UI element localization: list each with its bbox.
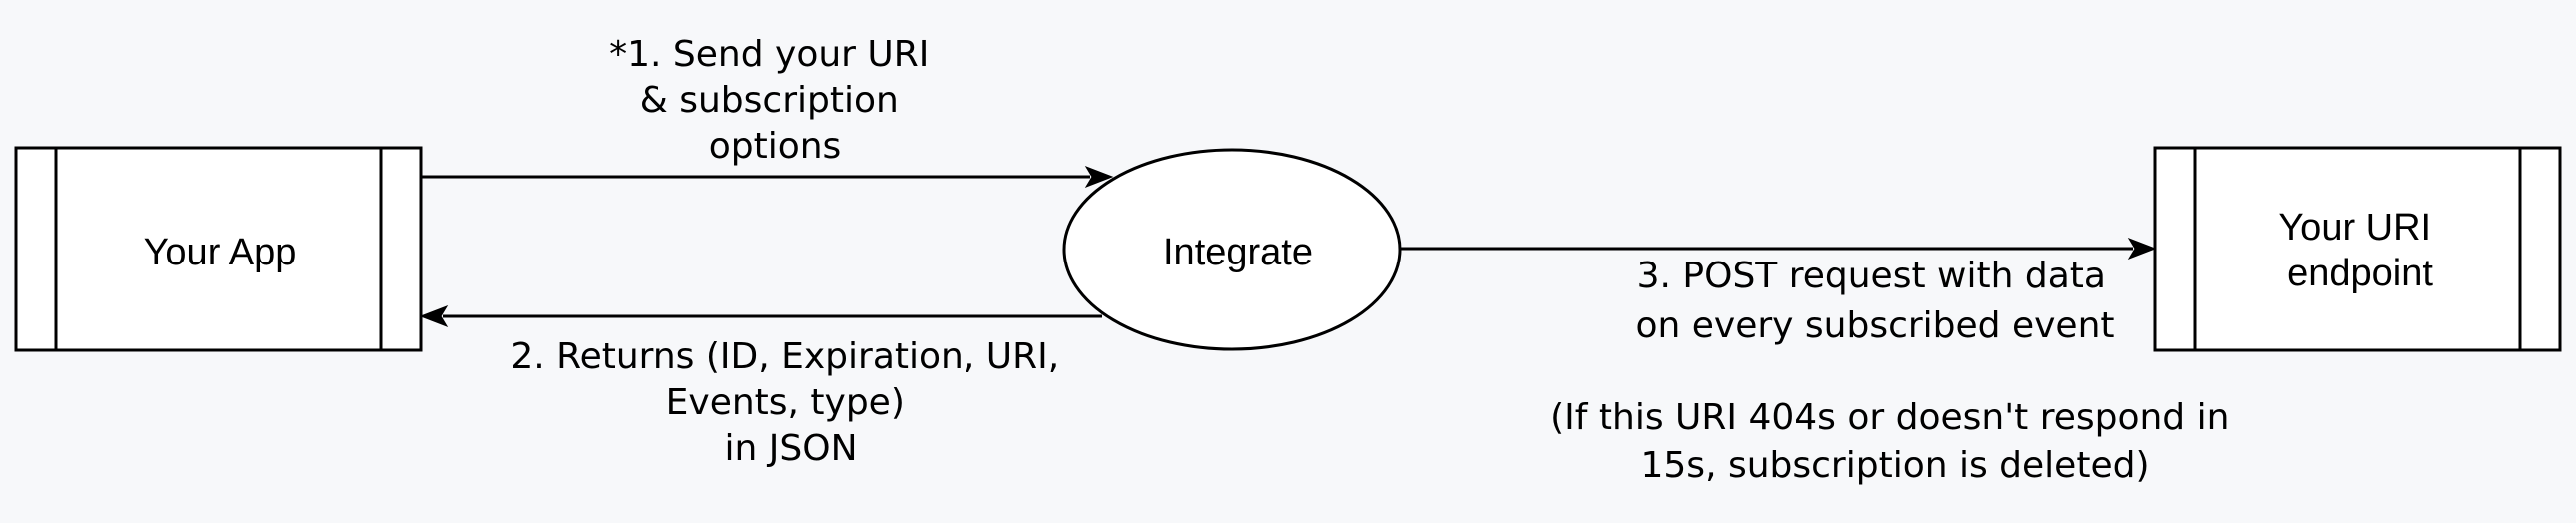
uri-endpoint-box	[2153, 146, 2562, 352]
returns-label-line-2: Events, type)	[666, 382, 905, 423]
send-uri-edge	[421, 166, 1114, 188]
your-app-label: Your App	[144, 232, 297, 273]
uri-endpoint-node: Your URI endpoint	[2153, 146, 2562, 352]
post-request-label-line-1: 3. POST request with data	[1637, 256, 2106, 296]
returns-edge-label: 2. Returns (ID, Expiration, URI, Events,…	[510, 336, 1070, 469]
integrate-label: Integrate	[1163, 232, 1313, 273]
post-request-edge-label: 3. POST request with data on every subsc…	[1635, 256, 2117, 346]
returns-label-line-1: 2. Returns (ID, Expiration, URI,	[510, 336, 1059, 377]
returns-edge	[419, 305, 1102, 327]
uri-endpoint-label-line-2: endpoint	[2287, 253, 2433, 294]
send-uri-label-line-2: & subscription	[640, 80, 899, 121]
your-app-box	[14, 146, 423, 352]
deletion-note-line-1: (If this URI 404s or doesn't respond in	[1550, 397, 2229, 438]
uri-endpoint-label: Your URI endpoint	[2278, 207, 2441, 294]
send-uri-edge-label: *1. Send your URI & subscription options	[609, 34, 941, 167]
send-uri-arrowhead	[1084, 166, 1114, 188]
post-request-label-line-2: on every subscribed event	[1635, 305, 2114, 346]
post-request-edge	[1400, 238, 2157, 260]
send-uri-label-line-3: options	[709, 126, 842, 167]
integrate-node: Integrate	[1062, 148, 1402, 351]
send-uri-label-line-1: *1. Send your URI	[609, 34, 929, 75]
uri-endpoint-label-line-1: Your URI	[2278, 207, 2431, 249]
returns-label-line-3: in JSON	[725, 428, 858, 469]
subscription-deletion-note: (If this URI 404s or doesn't respond in …	[1550, 397, 2241, 486]
deletion-note-line-2: 15s, subscription is deleted)	[1641, 445, 2150, 486]
returns-arrowhead	[419, 305, 449, 327]
your-app-node: Your App	[14, 146, 423, 352]
post-request-arrowhead	[2127, 238, 2157, 260]
